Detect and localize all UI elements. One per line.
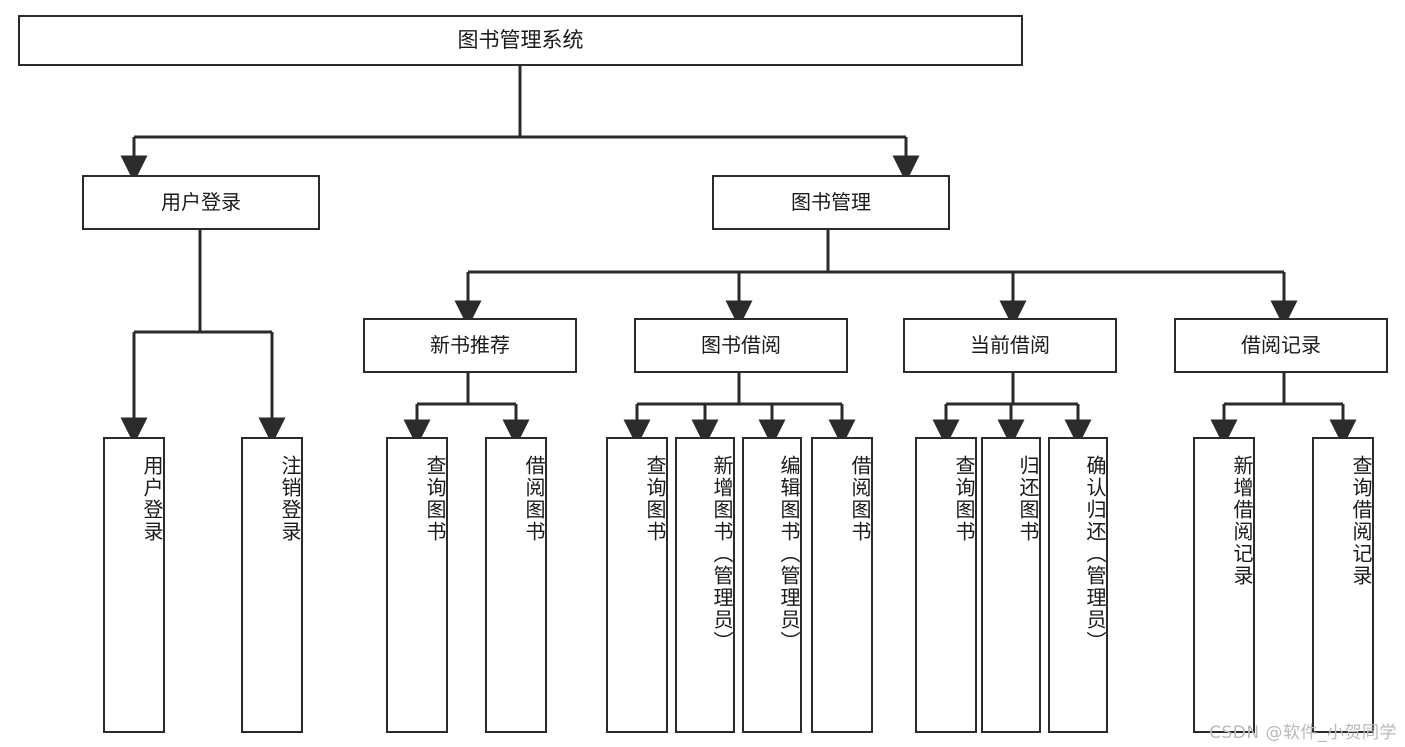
node-label: 查询图书 bbox=[643, 455, 667, 543]
node-label: 注销登录 bbox=[278, 455, 302, 543]
node-root-system[interactable]: 图书管理系统 bbox=[18, 15, 1023, 66]
node-current-borrow[interactable]: 当前借阅 bbox=[903, 318, 1117, 373]
leaf-current-return-book[interactable]: 归还图书 bbox=[981, 437, 1041, 733]
leaf-borrow-borrow-book[interactable]: 借阅图书 bbox=[811, 437, 873, 733]
node-book-management[interactable]: 图书管理 bbox=[712, 175, 950, 230]
node-book-borrow[interactable]: 图书借阅 bbox=[634, 318, 848, 373]
node-label: 确认归还（管理员） bbox=[1083, 455, 1107, 653]
node-label: 新增图书（管理员） bbox=[710, 455, 734, 653]
leaf-borrow-query-book[interactable]: 查询图书 bbox=[606, 437, 668, 733]
leaf-current-confirm-return-admin[interactable]: 确认归还（管理员） bbox=[1048, 437, 1108, 733]
leaf-borrow-edit-book-admin[interactable]: 编辑图书（管理员） bbox=[742, 437, 802, 733]
node-new-book-recommend[interactable]: 新书推荐 bbox=[363, 318, 577, 373]
node-label: 新增借阅记录 bbox=[1230, 455, 1254, 587]
node-label: 图书借阅 bbox=[701, 332, 781, 357]
csdn-watermark: CSDN @软件_小贺同学 bbox=[1209, 723, 1397, 743]
node-label: 当前借阅 bbox=[970, 332, 1050, 357]
node-label: 用户登录 bbox=[161, 189, 241, 214]
node-label: 图书管理系统 bbox=[457, 28, 584, 53]
node-label: 借阅图书 bbox=[848, 455, 872, 543]
leaf-record-query-record[interactable]: 查询借阅记录 bbox=[1312, 437, 1374, 733]
node-label: 编辑图书（管理员） bbox=[777, 455, 801, 653]
node-label: 用户登录 bbox=[140, 455, 164, 543]
node-label: 归还图书 bbox=[1016, 455, 1040, 543]
node-label: 查询借阅记录 bbox=[1349, 455, 1373, 587]
leaf-user-login-signin[interactable]: 用户登录 bbox=[103, 437, 165, 733]
leaf-record-add-record[interactable]: 新增借阅记录 bbox=[1193, 437, 1255, 733]
node-label: 查询图书 bbox=[423, 455, 447, 543]
node-label: 查询图书 bbox=[952, 455, 976, 543]
node-label: 图书管理 bbox=[791, 189, 871, 214]
node-user-login[interactable]: 用户登录 bbox=[82, 175, 320, 230]
node-borrow-record[interactable]: 借阅记录 bbox=[1174, 318, 1388, 373]
leaf-recommend-query-book[interactable]: 查询图书 bbox=[386, 437, 448, 733]
node-label: 借阅记录 bbox=[1241, 332, 1321, 357]
node-label: 借阅图书 bbox=[522, 455, 546, 543]
leaf-current-query-book[interactable]: 查询图书 bbox=[915, 437, 977, 733]
leaf-borrow-add-book-admin[interactable]: 新增图书（管理员） bbox=[675, 437, 735, 733]
leaf-recommend-borrow-book[interactable]: 借阅图书 bbox=[485, 437, 547, 733]
node-label: 新书推荐 bbox=[430, 332, 510, 357]
leaf-user-login-signout[interactable]: 注销登录 bbox=[241, 437, 303, 733]
